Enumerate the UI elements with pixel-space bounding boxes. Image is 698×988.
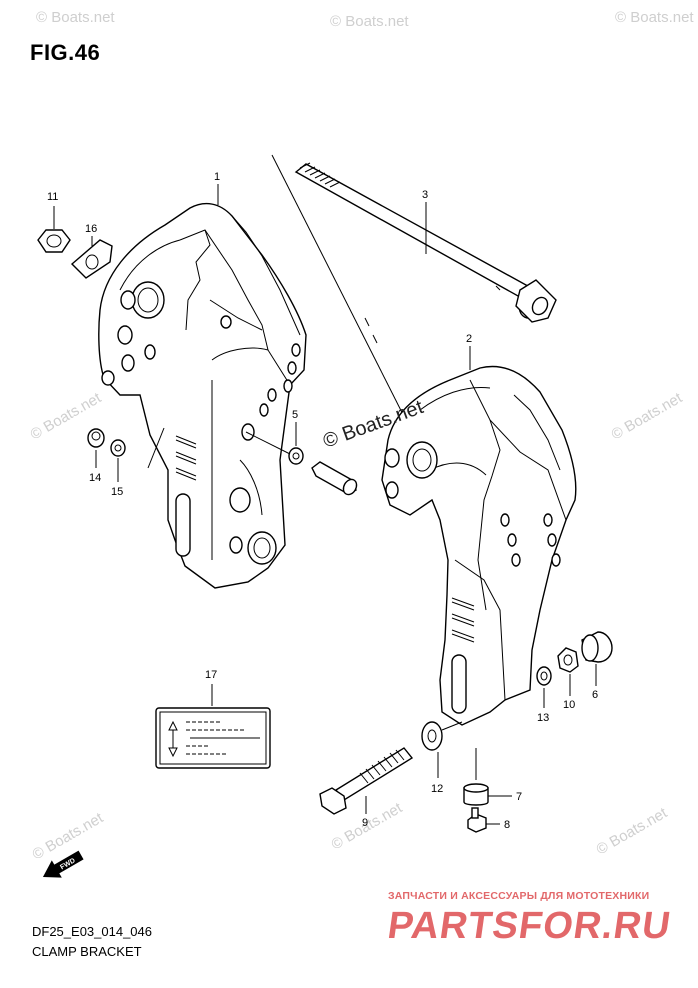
part-5-washer — [245, 422, 304, 465]
callout-7: 7 — [516, 791, 522, 803]
callout-15: 15 — [111, 486, 123, 498]
part-3-shaft — [294, 162, 557, 323]
callout-17: 17 — [205, 669, 217, 681]
callout-5: 5 — [292, 409, 298, 421]
callout-12: 12 — [431, 783, 443, 795]
figure-name: CLAMP BRACKET — [32, 944, 142, 959]
callout-3: 3 — [422, 189, 428, 201]
watermark-text: © Boats.net — [30, 809, 107, 863]
leader-line — [147, 427, 165, 469]
part-9-bolt — [319, 747, 414, 815]
part-16-plate — [70, 236, 113, 279]
part-11-nut — [37, 206, 71, 253]
watermark-text: © Boats.net — [36, 9, 115, 26]
watermark-text: © Boats.net — [609, 389, 686, 443]
part-1-clamp-bracket-left — [98, 202, 307, 589]
brand-tagline: ЗАПЧАСТИ И АКСЕССУАРЫ ДЛЯ МОТОТЕХНИКИ — [388, 890, 650, 902]
part-2-clamp-bracket-right — [381, 365, 577, 726]
pin — [311, 461, 358, 496]
callout-2: 2 — [466, 333, 472, 345]
callout-1: 1 — [214, 171, 220, 183]
part-14-bushing — [87, 428, 105, 468]
callout-6: 6 — [592, 689, 598, 701]
part-17-label — [155, 684, 271, 769]
callout-14: 14 — [89, 472, 101, 484]
part-6-cap — [581, 631, 613, 686]
fwd-label: FWD — [59, 857, 76, 871]
callout-16: 16 — [85, 223, 97, 235]
watermark-text: © Boats.net — [594, 804, 671, 858]
part-10-nut — [557, 647, 579, 696]
watermark-text: © Boats.net — [330, 13, 409, 30]
part-7-spacer — [463, 748, 512, 806]
brand-logo: PARTSFOR.RU — [385, 905, 674, 947]
callout-11: 11 — [47, 191, 58, 203]
callout-9: 9 — [362, 817, 368, 829]
part-15-washer — [110, 439, 126, 482]
part-12-washer — [421, 721, 463, 778]
figure-code: DF25_E03_014_046 — [32, 924, 152, 939]
callout-8: 8 — [504, 819, 510, 831]
callout-10: 10 — [563, 699, 575, 711]
part-8-screw — [467, 807, 500, 833]
watermark-text: © Boats.net — [615, 9, 694, 26]
figure-title: FIG.46 — [30, 40, 101, 65]
part-13-washer — [536, 666, 552, 708]
callout-13: 13 — [537, 712, 549, 724]
